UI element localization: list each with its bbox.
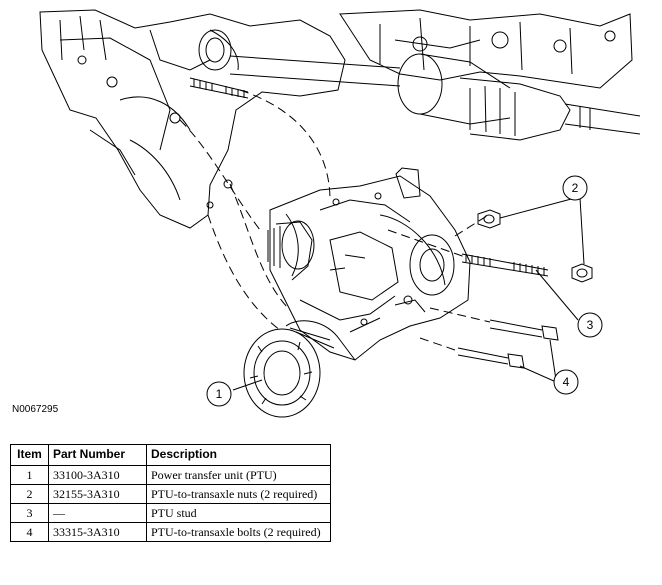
row-item: 2	[10, 484, 49, 504]
alignment-lines	[179, 89, 491, 351]
callout-2-circle	[562, 175, 588, 201]
callout-3-label: 3	[587, 318, 594, 332]
row-item: 1	[10, 465, 49, 485]
row-description: PTU-to-transaxle nuts (2 required)	[146, 484, 331, 504]
callout-1-circle	[206, 381, 232, 407]
callout-1-label: 1	[216, 387, 223, 401]
transaxle-housing	[39, 9, 346, 229]
row-part-number: —	[48, 503, 147, 523]
table-row: 3 — PTU stud	[10, 503, 331, 523]
table-row: 1 33100-3A310 Power transfer unit (PTU)	[10, 465, 331, 485]
exploded-assembly-diagram: 1 2 3 4	[39, 9, 641, 418]
ptu-stud	[461, 253, 549, 277]
ptu-bolt-lower	[457, 347, 525, 369]
figure-id: N0067295	[12, 404, 59, 415]
header-part-number: Part Number	[48, 444, 147, 466]
parts-table: Item Part Number Description 1 33100-3A3…	[10, 444, 331, 542]
ptu-bolt-upper	[489, 319, 559, 341]
row-part-number: 33315-3A310	[48, 522, 147, 542]
row-description: PTU-to-transaxle bolts (2 required)	[146, 522, 331, 542]
callout-2-label: 2	[572, 181, 579, 195]
row-part-number: 33100-3A310	[48, 465, 147, 485]
header-item: Item	[10, 444, 49, 466]
halfshaft	[229, 53, 641, 141]
engine-block	[339, 9, 633, 89]
row-description: Power transfer unit (PTU)	[146, 465, 331, 485]
ptu-nut-upper	[477, 209, 501, 229]
callout-4-circle	[553, 369, 579, 395]
callout-4-label: 4	[563, 375, 570, 389]
ptu-housing	[267, 167, 471, 361]
table-row: 4 33315-3A310 PTU-to-transaxle bolts (2 …	[10, 522, 331, 542]
callout-3-circle	[577, 312, 603, 338]
row-item: 3	[10, 503, 49, 523]
header-description: Description	[146, 444, 331, 466]
row-description: PTU stud	[146, 503, 331, 523]
table-header-row: Item Part Number Description	[10, 444, 331, 466]
transaxle-stud	[189, 77, 249, 99]
table-row: 2 32155-3A310 PTU-to-transaxle nuts (2 r…	[10, 484, 331, 504]
leader-lines	[232, 197, 585, 391]
ptu-nut-lower	[571, 263, 593, 283]
row-item: 4	[10, 522, 49, 542]
row-part-number: 32155-3A310	[48, 484, 147, 504]
ptu-output-flange	[243, 320, 356, 418]
